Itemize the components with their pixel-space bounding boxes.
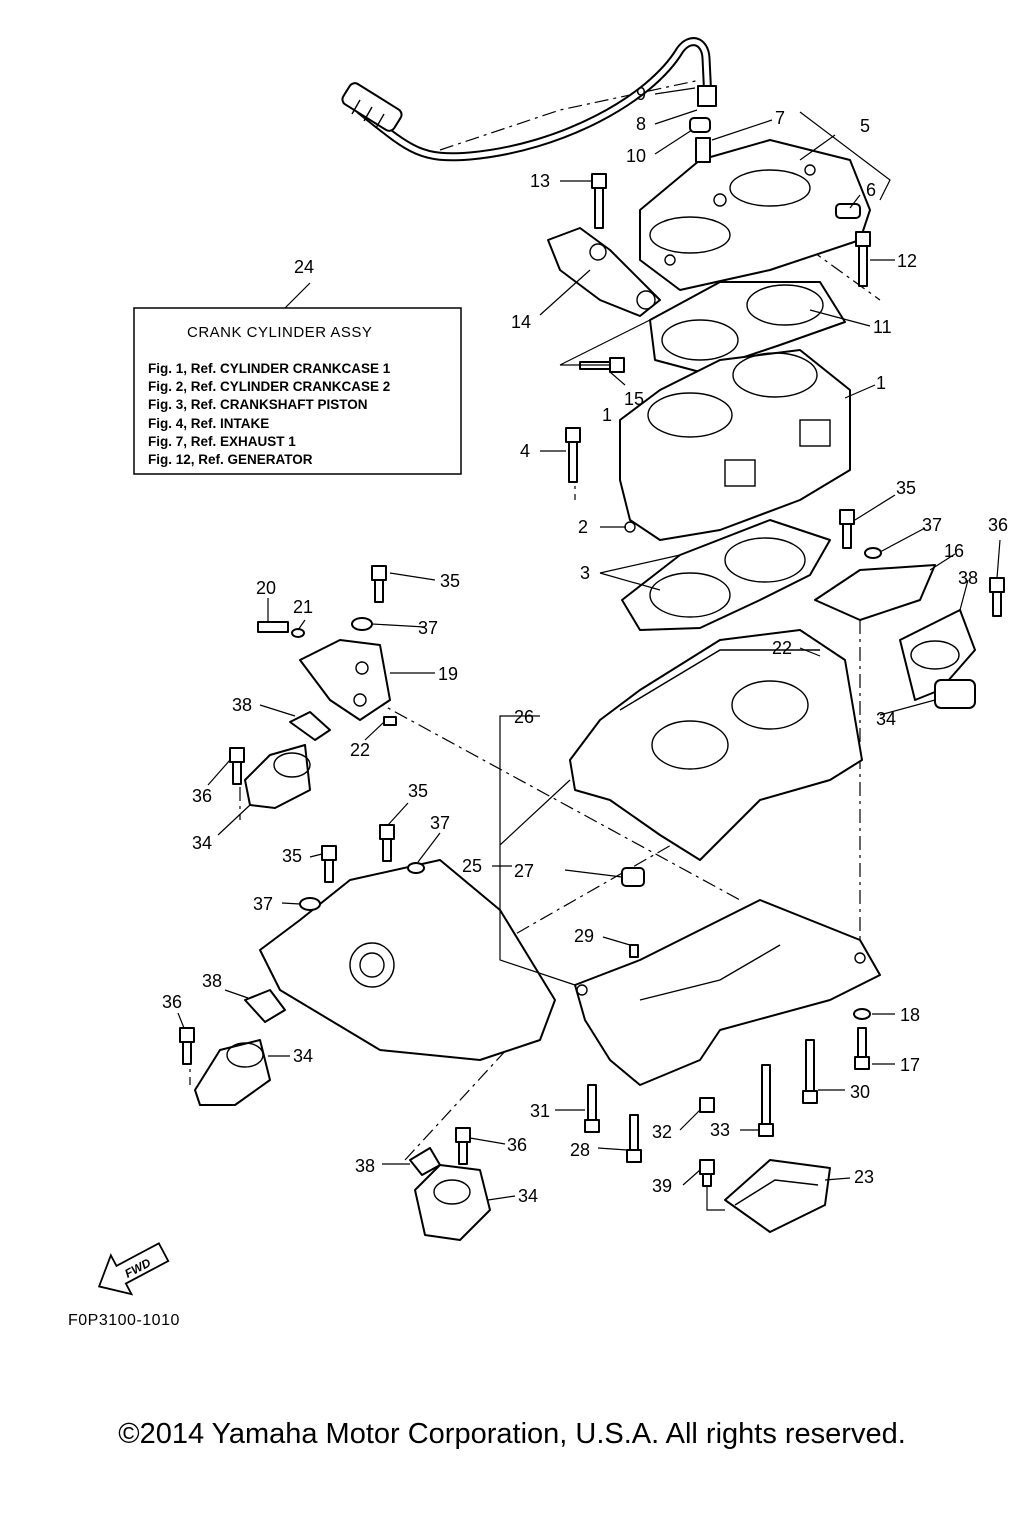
callout-32: 32 <box>652 1122 672 1142</box>
legend-line-1: Fig. 1, Ref. CYLINDER CRANKCASE 1 <box>148 361 391 376</box>
callout-34a: 34 <box>876 709 896 729</box>
figure-code: F0P3100-1010 <box>68 1312 180 1329</box>
callout-15: 15 <box>624 389 644 409</box>
callout-27: 27 <box>514 861 534 881</box>
callout-13: 13 <box>530 171 550 191</box>
copyright-notice: ©2014 Yamaha Motor Corporation, U.S.A. A… <box>118 1418 906 1450</box>
callout-34d: 34 <box>518 1186 538 1206</box>
callout-38a: 38 <box>958 568 978 588</box>
callout-37c: 37 <box>430 813 450 833</box>
callout-11: 11 <box>873 317 892 337</box>
callout-12: 12 <box>897 251 917 271</box>
legend-line-4: Fig. 4, Ref. INTAKE <box>148 416 269 431</box>
crankcase-lower <box>574 899 881 1086</box>
damper-bottom <box>409 1127 491 1241</box>
callout-22b: 22 <box>350 740 370 760</box>
callout-20: 20 <box>256 578 276 598</box>
callout-28: 28 <box>570 1140 590 1160</box>
callout-26: 26 <box>514 707 534 727</box>
breather-hose <box>341 37 717 162</box>
legend-line-2: Fig. 2, Ref. CYLINDER CRANKCASE 2 <box>148 379 390 394</box>
callout-38c: 38 <box>202 971 222 991</box>
damper-left-upper <box>229 711 331 809</box>
callout-16: 16 <box>944 541 964 561</box>
mount-left-19 <box>257 565 397 726</box>
cylinder-block <box>619 349 851 541</box>
callout-30: 30 <box>850 1082 870 1102</box>
callout-38b: 38 <box>232 695 252 715</box>
callout-8: 8 <box>636 114 646 134</box>
generator-housing <box>259 824 556 1061</box>
callout-23: 23 <box>854 1167 874 1187</box>
callout-37b: 37 <box>418 618 438 638</box>
callout-35b: 35 <box>440 571 460 591</box>
cylinder-head <box>639 117 871 291</box>
callout-10: 10 <box>626 146 646 166</box>
callout-7: 7 <box>775 108 785 128</box>
callouts: 1 1 2 3 4 5 6 7 8 9 10 11 12 13 14 15 16… <box>162 84 1008 1206</box>
callout-37d: 37 <box>253 894 273 914</box>
damper-left-lower <box>179 989 286 1106</box>
callout-35c: 35 <box>408 781 428 801</box>
callout-1a: 1 <box>876 373 886 393</box>
callout-35a: 35 <box>896 478 916 498</box>
legend-line-3: Fig. 3, Ref. CRANKSHAFT PISTON <box>148 397 368 412</box>
callout-19: 19 <box>438 664 458 684</box>
leader-lines <box>177 87 1001 1201</box>
dowel-27 <box>621 867 645 887</box>
callout-39: 39 <box>652 1176 672 1196</box>
callout-4: 4 <box>520 441 530 461</box>
callout-22a: 22 <box>772 638 792 658</box>
callout-34c: 34 <box>293 1046 313 1066</box>
callout-3: 3 <box>580 563 590 583</box>
callout-9: 9 <box>636 84 646 104</box>
engine-hanger-bracket <box>547 227 661 317</box>
callout-31: 31 <box>530 1101 550 1121</box>
callout-25: 25 <box>462 856 482 876</box>
callout-29: 29 <box>574 926 594 946</box>
legend-title: CRANK CYLINDER ASSY <box>187 324 372 341</box>
callout-5: 5 <box>860 116 870 136</box>
callout-35d: 35 <box>282 846 302 866</box>
callout-21: 21 <box>293 597 313 617</box>
legend-box: CRANK CYLINDER ASSY Fig. 1, Ref. CYLINDE… <box>133 307 462 475</box>
legend-line-6: Fig. 12, Ref. GENERATOR <box>148 452 313 467</box>
head-gasket <box>649 281 846 373</box>
callout-1b: 1 <box>602 405 612 425</box>
callout-17: 17 <box>900 1055 920 1075</box>
base-gasket <box>621 519 831 631</box>
callout-14: 14 <box>511 312 531 332</box>
callout-18: 18 <box>900 1005 920 1025</box>
callout-37a: 37 <box>922 515 942 535</box>
callout-36a: 36 <box>988 515 1008 535</box>
crankcase-upper <box>569 629 863 861</box>
callout-34b: 34 <box>192 833 212 853</box>
callout-36b: 36 <box>192 786 212 806</box>
fwd-arrow-icon: FWD <box>97 1242 170 1296</box>
callout-2: 2 <box>578 517 588 537</box>
callout-36c: 36 <box>162 992 182 1012</box>
callout-6: 6 <box>866 180 876 200</box>
callout-36d: 36 <box>507 1135 527 1155</box>
bolts-lower <box>584 944 871 1163</box>
callout-33: 33 <box>710 1120 730 1140</box>
callout-24: 24 <box>294 257 314 277</box>
callout-38d: 38 <box>355 1156 375 1176</box>
cover-23 <box>699 1159 831 1233</box>
legend-line-5: Fig. 7, Ref. EXHAUST 1 <box>148 434 296 449</box>
mount-right <box>814 509 1005 709</box>
